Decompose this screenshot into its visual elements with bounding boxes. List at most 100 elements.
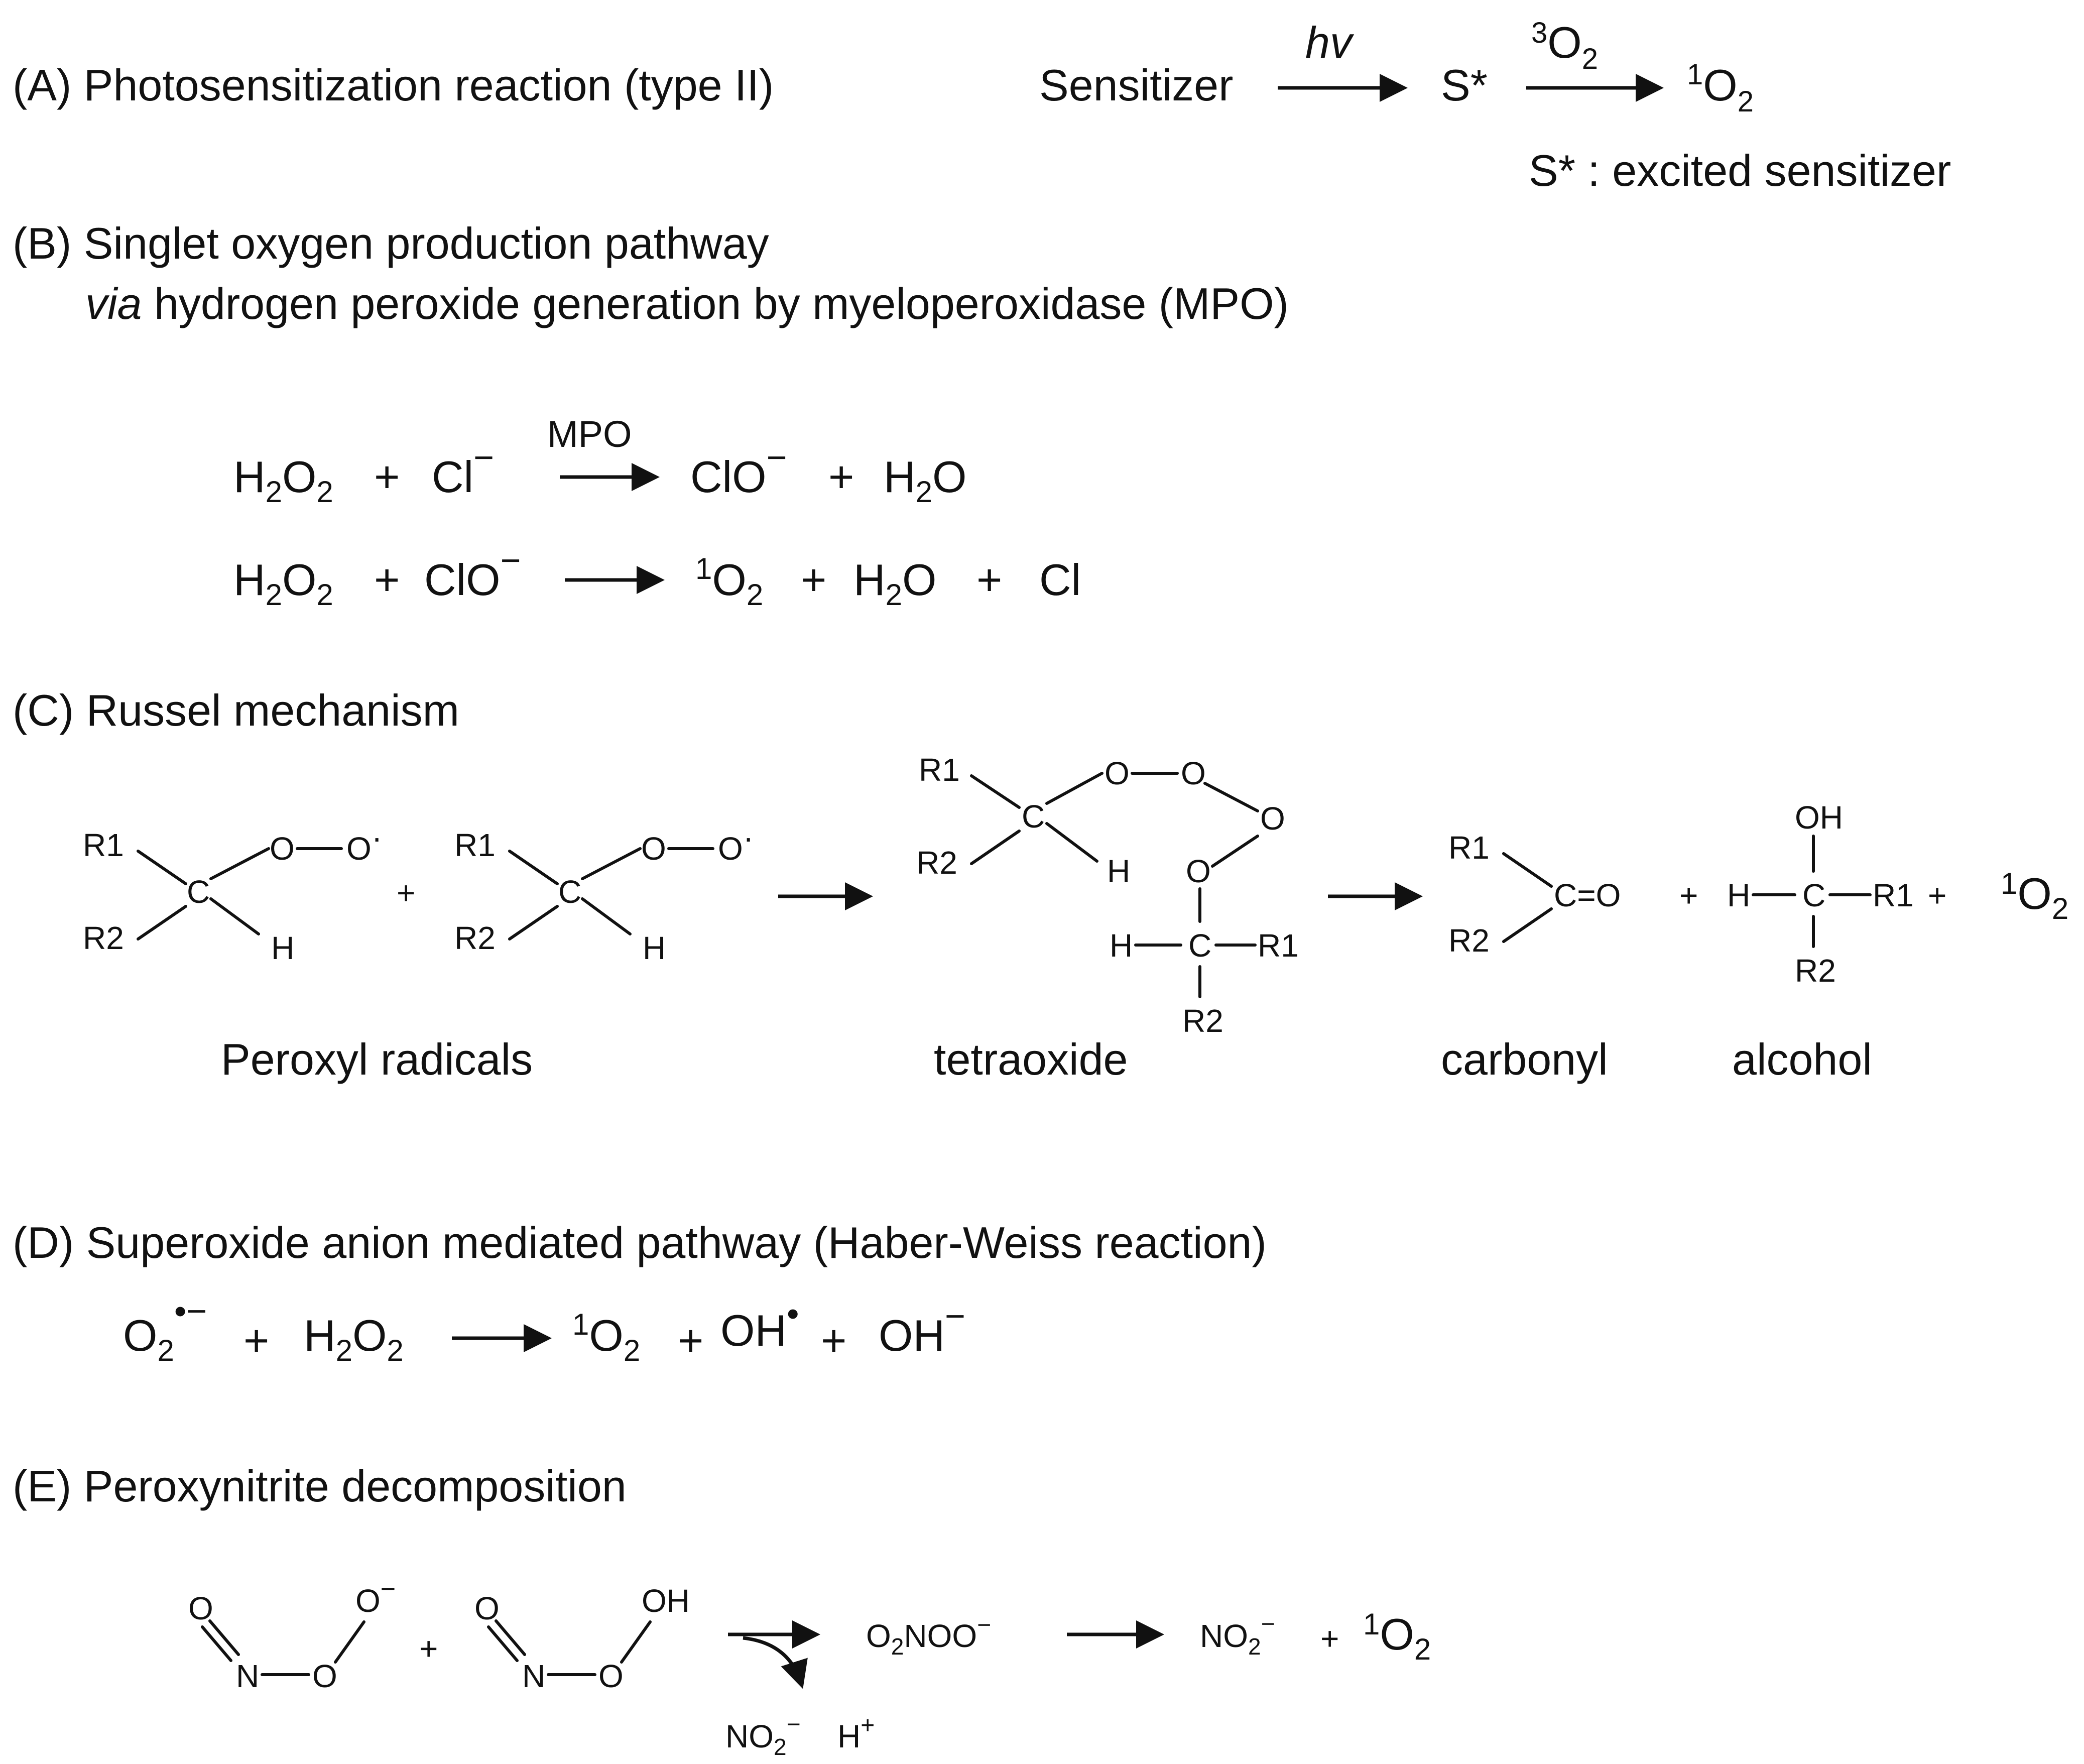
carbon-atom: C	[1022, 798, 1045, 835]
section-c: (C) Russel mechanism R1 R2 C O O · H + R…	[13, 685, 2068, 1084]
bond	[1203, 782, 1259, 812]
plus-sign: +	[801, 555, 826, 605]
peroxynitrite-anion: O N O O−	[188, 1575, 396, 1694]
peroxyl-radicals-caption: Peroxyl radicals	[221, 1034, 533, 1084]
sensitizer-text: Sensitizer	[1039, 60, 1233, 110]
r1-label: R1	[1448, 830, 1490, 866]
bond	[334, 1620, 365, 1664]
oxygen-atom: O	[598, 1658, 624, 1694]
oxygen-atom: O	[270, 831, 295, 867]
r2-label: R2	[454, 920, 496, 956]
bond	[970, 774, 1021, 809]
bond	[1211, 835, 1259, 868]
hypochlorite-ion: ClO−	[424, 541, 521, 605]
r2-label: R2	[916, 845, 957, 881]
r2-label: R2	[1182, 1003, 1223, 1039]
r1-label: R1	[454, 827, 496, 863]
hv-label: hv	[1305, 18, 1355, 67]
water: H2O	[853, 555, 936, 612]
plus-sign: +	[243, 1316, 269, 1365]
bond	[970, 830, 1021, 865]
radical-dot: ·	[743, 819, 754, 856]
r2-label: R2	[83, 920, 124, 956]
triplet-oxygen-label: 3O2	[1531, 17, 1598, 75]
plus-sign: +	[828, 452, 854, 502]
bond	[209, 847, 270, 880]
nitrogen-atom: N	[522, 1658, 545, 1694]
nitrogen-atom: N	[236, 1658, 259, 1694]
nitrite-byproduct: NO2−	[725, 1711, 801, 1760]
alcohol-structure: OH H C R1 R2	[1727, 799, 1914, 989]
section-d-label: (D) Superoxide anion mediated pathway (H…	[13, 1218, 1267, 1267]
r2-label: R2	[1448, 922, 1490, 959]
r1-label: R1	[83, 827, 124, 863]
oxygen-atom: O	[1105, 755, 1130, 791]
bond	[1045, 822, 1098, 863]
plus-sign: +	[821, 1316, 846, 1365]
plus-sign: +	[1928, 877, 1946, 913]
hydrogen-atom: H	[1727, 877, 1750, 913]
bond	[1502, 852, 1553, 888]
hydroxyl-radical: OH•	[720, 1294, 799, 1355]
r1-label: R1	[1258, 927, 1299, 964]
bond	[581, 897, 632, 935]
plus-sign: +	[419, 1630, 438, 1667]
carbonyl-group: C=O	[1554, 877, 1621, 913]
section-e: (E) Peroxynitrite decomposition O N O O−…	[13, 1461, 1431, 1760]
oxygen-atom: O	[1181, 755, 1206, 791]
oxygen-atom: O	[718, 831, 743, 867]
oxygen-atom: O	[346, 831, 372, 867]
singlet-oxygen-product: 1O2	[2001, 867, 2068, 925]
nitrite-product: NO2−	[1200, 1611, 1275, 1660]
section-b-label-line2: via hydrogen peroxide generation by myel…	[85, 279, 1289, 328]
peroxyl-radical-2: R1 R2 C O O · H	[454, 819, 754, 966]
mpo-label: MPO	[547, 413, 632, 455]
hydrogen-peroxide: H2O2	[233, 555, 333, 612]
bond	[137, 905, 187, 940]
section-b: (B) Singlet oxygen production pathway vi…	[13, 218, 1289, 612]
hydroxyl-group: OH	[1795, 799, 1843, 836]
bond	[1045, 772, 1104, 805]
excited-sensitizer-text: S*	[1441, 60, 1488, 110]
oxygen-atom: O	[1260, 800, 1285, 837]
section-a-label: (A) Photosensitization reaction (type II…	[13, 60, 774, 110]
r1-label: R1	[1873, 877, 1914, 913]
tetraoxide-structure: R1 R2 C O O O O H H C R1 R2	[916, 752, 1299, 1039]
bond	[208, 1619, 240, 1656]
oxide-anion: O−	[355, 1575, 396, 1619]
peroxyl-radical-1: R1 R2 C O O · H	[83, 819, 382, 966]
curved-release-arrow	[743, 1636, 808, 1689]
hydrogen-peroxide: H2O2	[304, 1311, 404, 1367]
section-e-label: (E) Peroxynitrite decomposition	[13, 1461, 627, 1511]
bond	[581, 847, 642, 880]
singlet-oxygen-product: 1O2	[1363, 1607, 1431, 1666]
water: H2O	[884, 452, 966, 509]
bond	[508, 905, 559, 940]
chlorine: Cl	[1039, 555, 1081, 605]
bond	[620, 1620, 652, 1664]
r1-label: R1	[919, 752, 960, 788]
carbonyl-caption: carbonyl	[1441, 1034, 1608, 1084]
alcohol-caption: alcohol	[1732, 1034, 1872, 1084]
section-c-label: (C) Russel mechanism	[13, 685, 459, 735]
hydroxide-ion: OH−	[879, 1297, 965, 1360]
oxygen-atom: O	[312, 1658, 337, 1694]
bond	[508, 850, 559, 885]
superoxide-anion: O2•−	[123, 1291, 207, 1367]
excited-sensitizer-note: S* : excited sensitizer	[1529, 146, 1951, 195]
carbon-atom: C	[1188, 927, 1211, 964]
radical-dot: ·	[372, 819, 382, 856]
plus-sign: +	[374, 555, 400, 605]
carbon-atom: C	[1802, 877, 1825, 913]
singlet-oxygen-product: 1O2	[572, 1308, 640, 1367]
bond	[201, 1625, 232, 1662]
proton-byproduct: H+	[837, 1712, 875, 1754]
hydrogen-atom: H	[643, 930, 666, 966]
section-a: (A) Photosensitization reaction (type II…	[13, 17, 1951, 195]
bond	[209, 897, 260, 935]
plus-sign: +	[397, 875, 415, 911]
section-b-label-line1: (B) Singlet oxygen production pathway	[13, 218, 769, 268]
chloride-ion: Cl−	[432, 438, 494, 502]
r2-label: R2	[1795, 953, 1836, 989]
